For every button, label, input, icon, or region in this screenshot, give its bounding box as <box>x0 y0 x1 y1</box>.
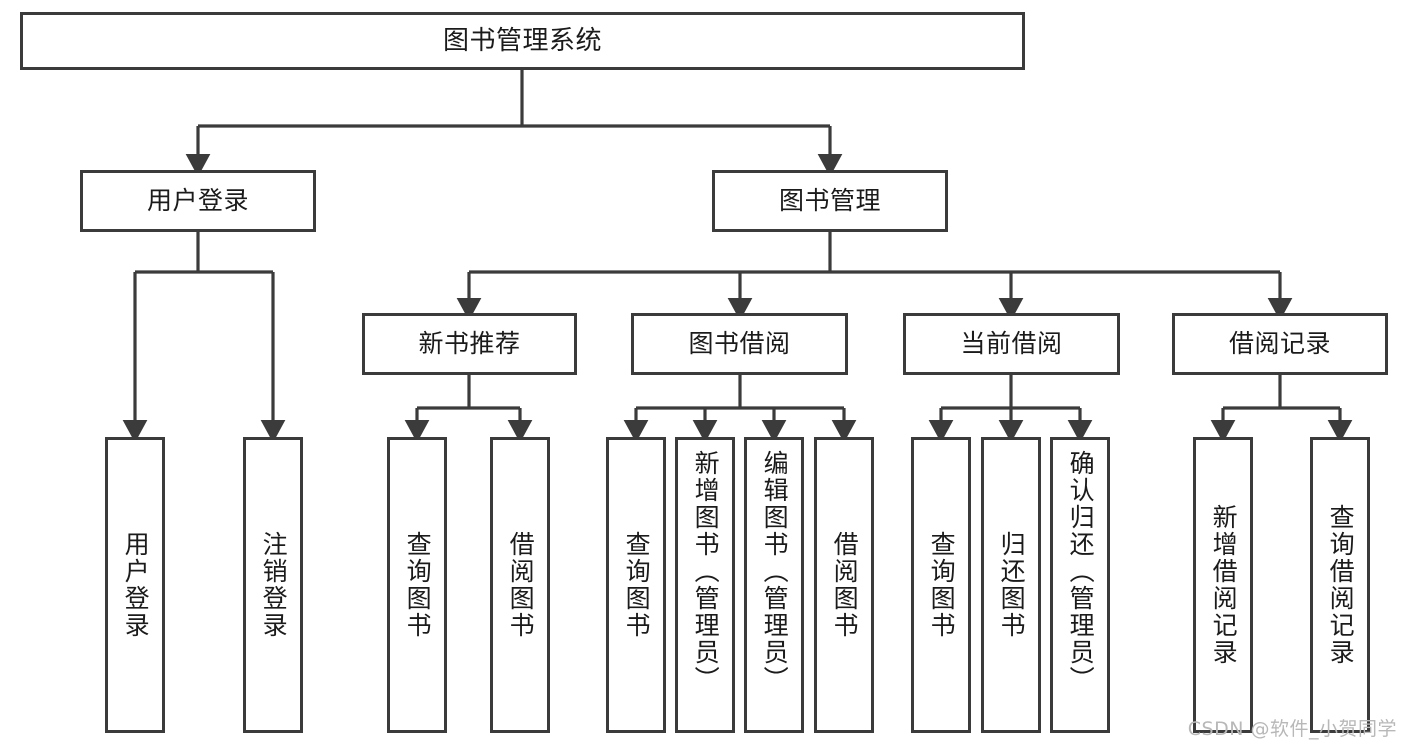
node-leaf-user-login-label: 用户登录 <box>121 531 151 639</box>
node-leaf-query-book-1-label: 查询图书 <box>403 531 433 639</box>
node-new-book-rec-label: 新书推荐 <box>418 329 521 359</box>
node-borrow-record[interactable]: 借阅记录 <box>1172 313 1388 375</box>
node-leaf-query-record[interactable]: 查询借阅记录 <box>1310 437 1370 733</box>
node-leaf-borrow-book-1[interactable]: 借阅图书 <box>490 437 550 733</box>
node-leaf-user-logout-label: 注销登录 <box>259 531 289 639</box>
node-user-login[interactable]: 用户登录 <box>80 170 316 232</box>
node-leaf-query-record-label: 查询借阅记录 <box>1326 504 1356 666</box>
node-leaf-add-record-label: 新增借阅记录 <box>1209 504 1239 666</box>
node-leaf-add-book[interactable]: 新增图书（管理员） <box>675 437 735 733</box>
node-leaf-return-book-label: 归还图书 <box>997 531 1027 639</box>
node-leaf-edit-book-label: 编辑图书（管理员） <box>760 450 790 693</box>
node-leaf-query-book-1[interactable]: 查询图书 <box>387 437 447 733</box>
node-leaf-query-book-3[interactable]: 查询图书 <box>911 437 971 733</box>
node-leaf-add-record[interactable]: 新增借阅记录 <box>1193 437 1253 733</box>
node-leaf-edit-book[interactable]: 编辑图书（管理员） <box>744 437 804 733</box>
node-leaf-return-book[interactable]: 归还图书 <box>981 437 1041 733</box>
node-leaf-borrow-book-1-label: 借阅图书 <box>506 531 536 639</box>
node-book-manage[interactable]: 图书管理 <box>712 170 948 232</box>
node-current-borrow-label: 当前借阅 <box>960 329 1063 359</box>
csdn-watermark: CSDN @软件_小贺同学 <box>1187 718 1397 740</box>
node-new-book-rec[interactable]: 新书推荐 <box>362 313 577 375</box>
node-book-borrow-label: 图书借阅 <box>688 329 791 359</box>
node-book-manage-label: 图书管理 <box>778 186 881 216</box>
node-leaf-confirm-return-label: 确认归还（管理员） <box>1066 450 1096 693</box>
node-current-borrow[interactable]: 当前借阅 <box>903 313 1120 375</box>
node-leaf-query-book-2[interactable]: 查询图书 <box>606 437 666 733</box>
node-user-login-label: 用户登录 <box>146 186 249 216</box>
node-leaf-user-login[interactable]: 用户登录 <box>105 437 165 733</box>
node-leaf-confirm-return[interactable]: 确认归还（管理员） <box>1050 437 1110 733</box>
node-leaf-add-book-label: 新增图书（管理员） <box>691 450 721 693</box>
node-borrow-record-label: 借阅记录 <box>1228 329 1331 359</box>
node-root[interactable]: 图书管理系统 <box>20 12 1025 70</box>
node-leaf-query-book-2-label: 查询图书 <box>622 531 652 639</box>
node-leaf-user-logout[interactable]: 注销登录 <box>243 437 303 733</box>
node-leaf-borrow-book-2[interactable]: 借阅图书 <box>814 437 874 733</box>
node-leaf-query-book-3-label: 查询图书 <box>927 531 957 639</box>
node-leaf-borrow-book-2-label: 借阅图书 <box>830 531 860 639</box>
node-book-borrow[interactable]: 图书借阅 <box>631 313 848 375</box>
node-root-label: 图书管理系统 <box>442 25 602 56</box>
